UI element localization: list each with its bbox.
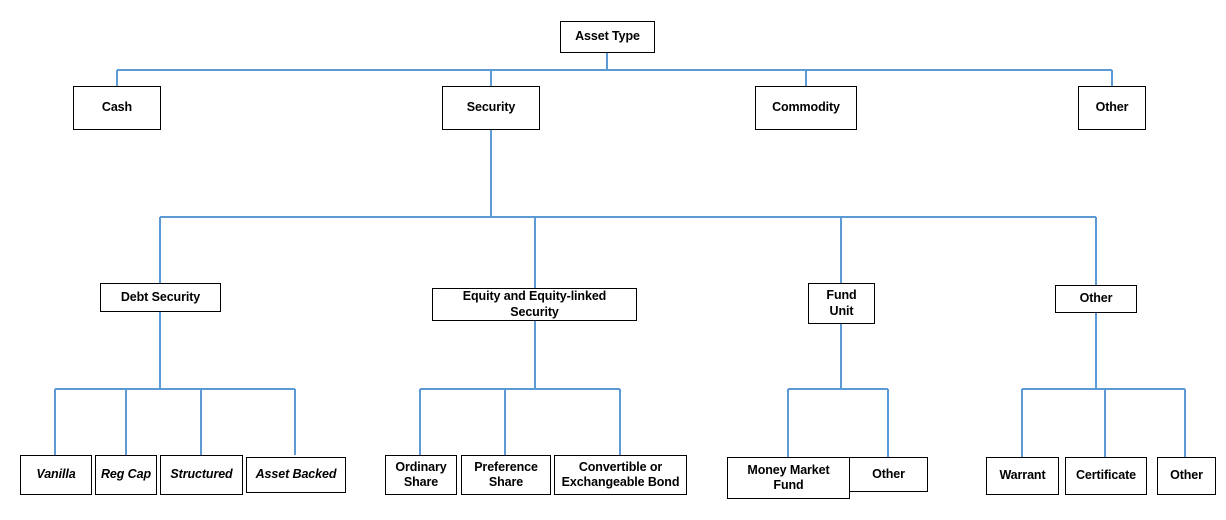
- node-label: Fund Unit: [826, 288, 857, 318]
- node-fund-unit[interactable]: Fund Unit: [808, 283, 875, 324]
- node-label: Asset Backed: [255, 467, 337, 482]
- node-label: Ordinary Share: [395, 459, 447, 489]
- node-money-market-fund[interactable]: Money Market Fund: [727, 457, 850, 499]
- node-other-level2[interactable]: Other: [1055, 285, 1137, 313]
- node-convertible-exchangeable-bond[interactable]: Convertible or Exchangeable Bond: [554, 455, 687, 495]
- node-label: Asset Type: [575, 29, 640, 44]
- node-cash[interactable]: Cash: [73, 86, 161, 130]
- node-ordinary-share[interactable]: Ordinary Share: [385, 455, 457, 495]
- node-preference-share[interactable]: Preference Share: [461, 455, 551, 495]
- node-debt-security[interactable]: Debt Security: [100, 283, 221, 312]
- node-label: Reg Cap: [100, 467, 151, 482]
- node-label: Other: [1095, 100, 1129, 115]
- node-asset-type[interactable]: Asset Type: [560, 21, 655, 53]
- node-label: Equity and Equity-linked Security: [462, 289, 607, 319]
- node-asset-backed[interactable]: Asset Backed: [246, 457, 346, 493]
- node-label: Debt Security: [120, 289, 201, 304]
- node-other-leaf[interactable]: Other: [1157, 457, 1216, 495]
- node-label: Preference Share: [474, 459, 538, 489]
- node-certificate[interactable]: Certificate: [1065, 457, 1147, 495]
- node-label: Other: [1079, 291, 1113, 306]
- node-label: Other: [872, 466, 905, 481]
- node-label: Warrant: [999, 468, 1046, 483]
- node-label: Money Market Fund: [747, 462, 830, 492]
- node-label: Cash: [101, 100, 133, 115]
- node-label: Certificate: [1075, 468, 1137, 483]
- node-commodity[interactable]: Commodity: [755, 86, 857, 130]
- node-structured[interactable]: Structured: [160, 455, 243, 495]
- node-label: Convertible or Exchangeable Bond: [561, 459, 680, 489]
- node-equity-security[interactable]: Equity and Equity-linked Security: [432, 288, 637, 321]
- node-label: Vanilla: [36, 467, 76, 482]
- node-other-level1[interactable]: Other: [1078, 86, 1146, 130]
- node-label: Structured: [170, 467, 233, 482]
- node-label: Other: [1170, 468, 1203, 483]
- node-label: Commodity: [772, 100, 840, 115]
- node-other-fund[interactable]: Other: [849, 457, 928, 492]
- node-warrant[interactable]: Warrant: [986, 457, 1059, 495]
- node-security[interactable]: Security: [442, 86, 540, 130]
- node-label: Security: [466, 100, 516, 115]
- node-vanilla[interactable]: Vanilla: [20, 455, 92, 495]
- node-reg-cap[interactable]: Reg Cap: [95, 455, 157, 495]
